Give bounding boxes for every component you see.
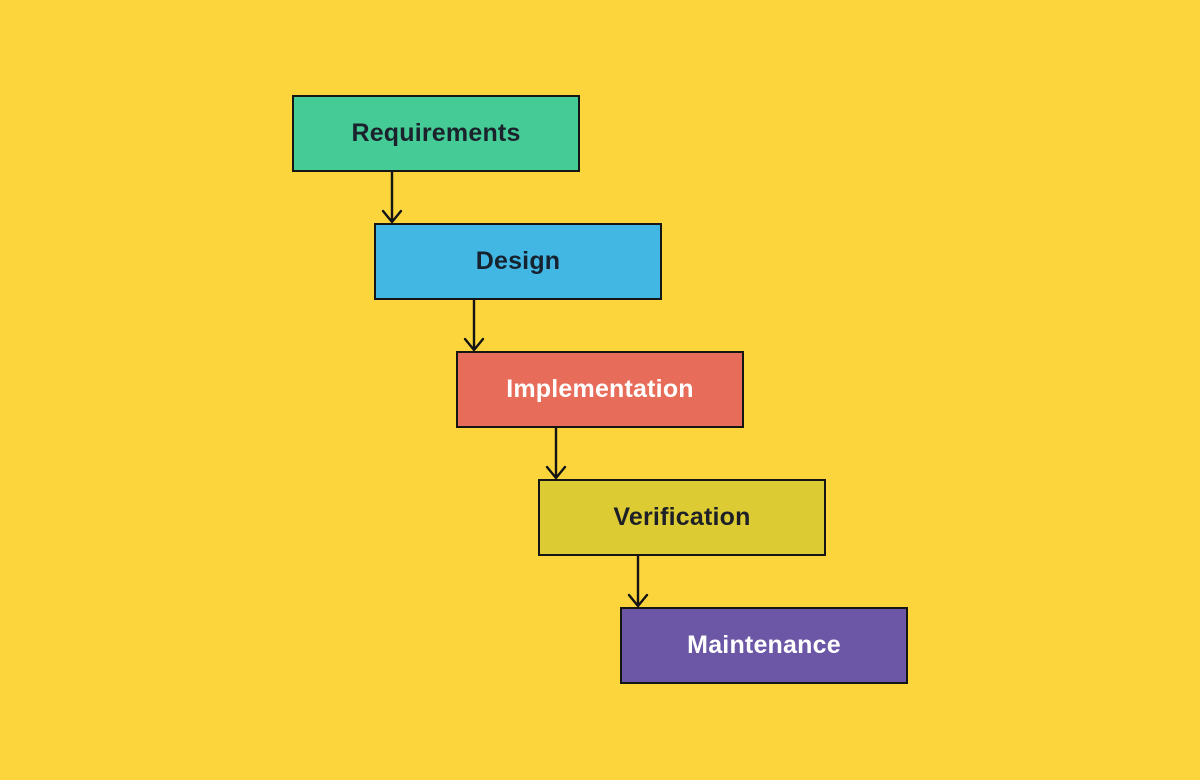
arrowhead-icon <box>545 465 567 480</box>
arrow-design-to-implementation <box>463 300 485 352</box>
arrow-requirements-to-design <box>381 172 403 224</box>
flow-node-label: Verification <box>613 503 751 531</box>
flow-node-verification: Verification <box>538 479 826 556</box>
arrow-implementation-to-verification <box>545 428 567 480</box>
flow-node-design: Design <box>374 223 662 300</box>
flow-node-label: Requirements <box>351 119 521 147</box>
arrowhead-icon <box>381 209 403 224</box>
flow-node-label: Maintenance <box>687 631 841 659</box>
arrow-verification-to-maintenance <box>627 556 649 608</box>
flow-node-label: Design <box>475 247 561 275</box>
flow-node-requirements: Requirements <box>292 95 580 172</box>
arrowhead-icon <box>627 593 649 608</box>
arrowhead-icon <box>463 337 485 352</box>
flow-node-implementation: Implementation <box>456 351 744 428</box>
flow-node-label: Implementation <box>506 375 694 403</box>
flow-node-maintenance: Maintenance <box>620 607 908 684</box>
